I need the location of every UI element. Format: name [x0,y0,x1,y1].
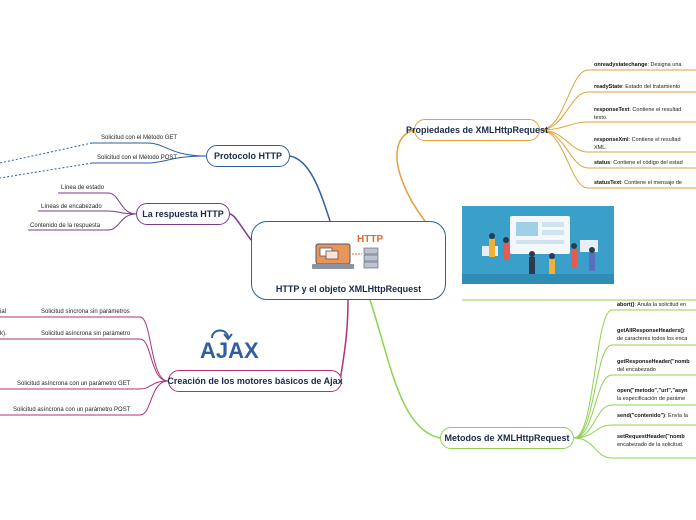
property-statustext[interactable]: statusText: Contiene el mensaje de [594,180,682,186]
topic-respuesta-http[interactable]: La respuesta HTTP [136,203,230,225]
central-topic[interactable]: HTTP HTTP y el objeto XMLHttpRequest [251,221,446,300]
subtopic-get[interactable]: Solicitud con el Método GET [101,135,178,141]
subtopic-asincrona-get[interactable]: Solicitud asíncrona con un parámetro GET [17,381,131,387]
subtopic-lineas-encabezado[interactable]: Líneas de encabezado [41,204,102,210]
topic-label: Metodos de XMLHttpRequest [444,433,570,443]
method-abort[interactable]: abort(): Anula la solicitud en [617,302,687,308]
ajax-logo: AJAX [200,329,259,362]
property-status[interactable]: status: Contiene el código del estad [594,160,683,166]
property-readystate[interactable]: readyState: Estado del tratamiento [594,84,681,90]
topic-metodos[interactable]: Metodos de XMLHttpRequest [440,427,574,449]
central-title: HTTP y el objeto XMLHttpRequest [275,284,422,294]
subtopic-asincrona-post[interactable]: Solicitud asíncrona con un parámetro POS… [13,407,131,413]
topic-label: Creación de los motores básicos de Ajax [167,376,343,386]
cut-off-text-2: k). [0,331,7,337]
topic-creacion-motores-ajax[interactable]: Creación de los motores básicos de Ajax [167,370,343,392]
topic-label: Protocolo HTTP [214,151,282,161]
subtopic-asincrona-sin-param[interactable]: Solicitud asíncrona sin parámetro [41,331,131,337]
http-logo-text: HTTP [357,234,383,245]
property-onreadystatechange[interactable]: onreadystatechange: Designa una [594,62,682,68]
subtopic-linea-estado[interactable]: Línea de estado [61,185,105,191]
topic-label: Propiedades de XMLHttpRequest [405,125,549,135]
method-getallresponseheaders[interactable]: getAllResponseHeaders():de caracteres to… [617,328,688,342]
ajax-logo-text: AJAX [200,338,259,362]
method-send[interactable]: send("contenido"): Envía la [617,413,688,419]
subtopic-sincrona-sin-param[interactable]: Solicitud síncrona sin parámetros [41,309,130,315]
http-computer-icon: HTTP [312,234,383,269]
topic-protocolo-http[interactable]: Protocolo HTTP [206,145,290,167]
team-illustration [462,206,614,284]
topic-label: La respuesta HTTP [142,209,224,219]
cut-off-text-1: ial [0,309,7,315]
subtopic-post[interactable]: Solicitud con el Método POST [97,155,178,161]
topic-propiedades[interactable]: Propiedades de XMLHttpRequest [406,119,548,141]
subtopic-contenido[interactable]: Contenido de la respuesta [30,223,101,229]
